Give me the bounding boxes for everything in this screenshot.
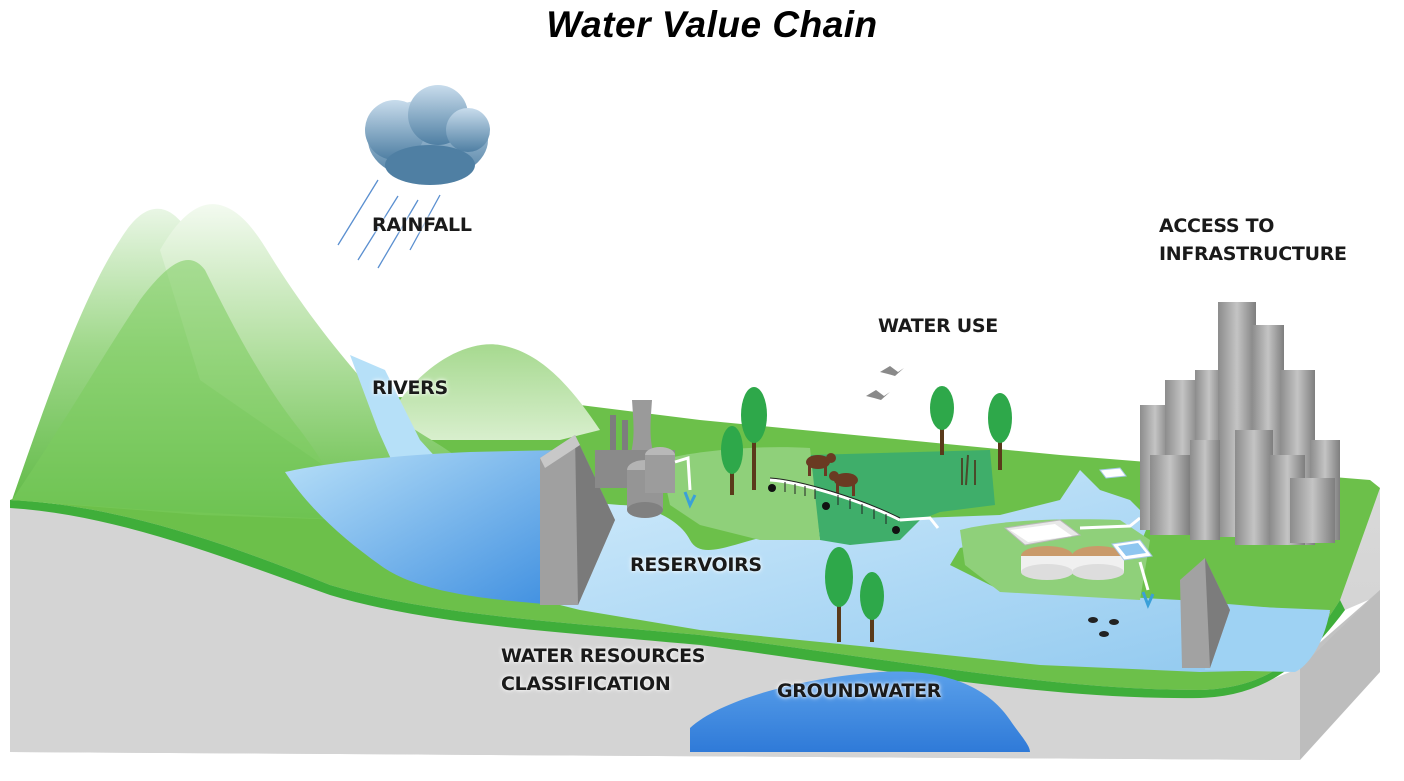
right-dam (1180, 558, 1230, 668)
birds (866, 366, 904, 400)
label-groundwater: GROUNDWATER (777, 680, 942, 702)
tree (825, 547, 853, 642)
treatment-plant (1003, 467, 1155, 609)
tree (741, 387, 767, 490)
tree (860, 572, 884, 642)
label-classification-line1: WATER RESOURCES (501, 645, 706, 667)
groundwater-aquifer (690, 671, 1030, 752)
irrigation-pivot (768, 477, 940, 534)
fish (1088, 617, 1119, 637)
reeds (961, 454, 976, 486)
left-dam (540, 435, 615, 605)
label-classification-line2: CLASSIFICATION (501, 673, 671, 695)
power-plant (595, 400, 697, 518)
cows (806, 453, 858, 496)
label-water-resources-classification: WATER RESOURCES CLASSIFICATION (501, 642, 705, 698)
back-hill (400, 344, 600, 440)
rain-cloud (365, 85, 490, 185)
cow (806, 453, 836, 476)
rain-streaks (337, 179, 441, 269)
tree (721, 426, 743, 495)
label-access-line2: INFRASTRUCTURE (1159, 243, 1347, 265)
label-access-line1: ACCESS TO (1159, 215, 1275, 237)
label-rivers: RIVERS (372, 377, 448, 399)
trees (721, 386, 1012, 642)
label-access-to-infrastructure: ACCESS TO INFRASTRUCTURE (1159, 212, 1347, 268)
label-water-use: WATER USE (878, 315, 998, 337)
city-skyline (1140, 302, 1340, 545)
mountains (12, 204, 460, 520)
cow (829, 471, 858, 496)
tree (988, 393, 1012, 470)
label-reservoirs: RESERVOIRS (630, 554, 762, 576)
tree (930, 386, 954, 455)
label-rainfall: RAINFALL (372, 214, 472, 236)
diagram-title: Water Value Chain (546, 4, 878, 45)
